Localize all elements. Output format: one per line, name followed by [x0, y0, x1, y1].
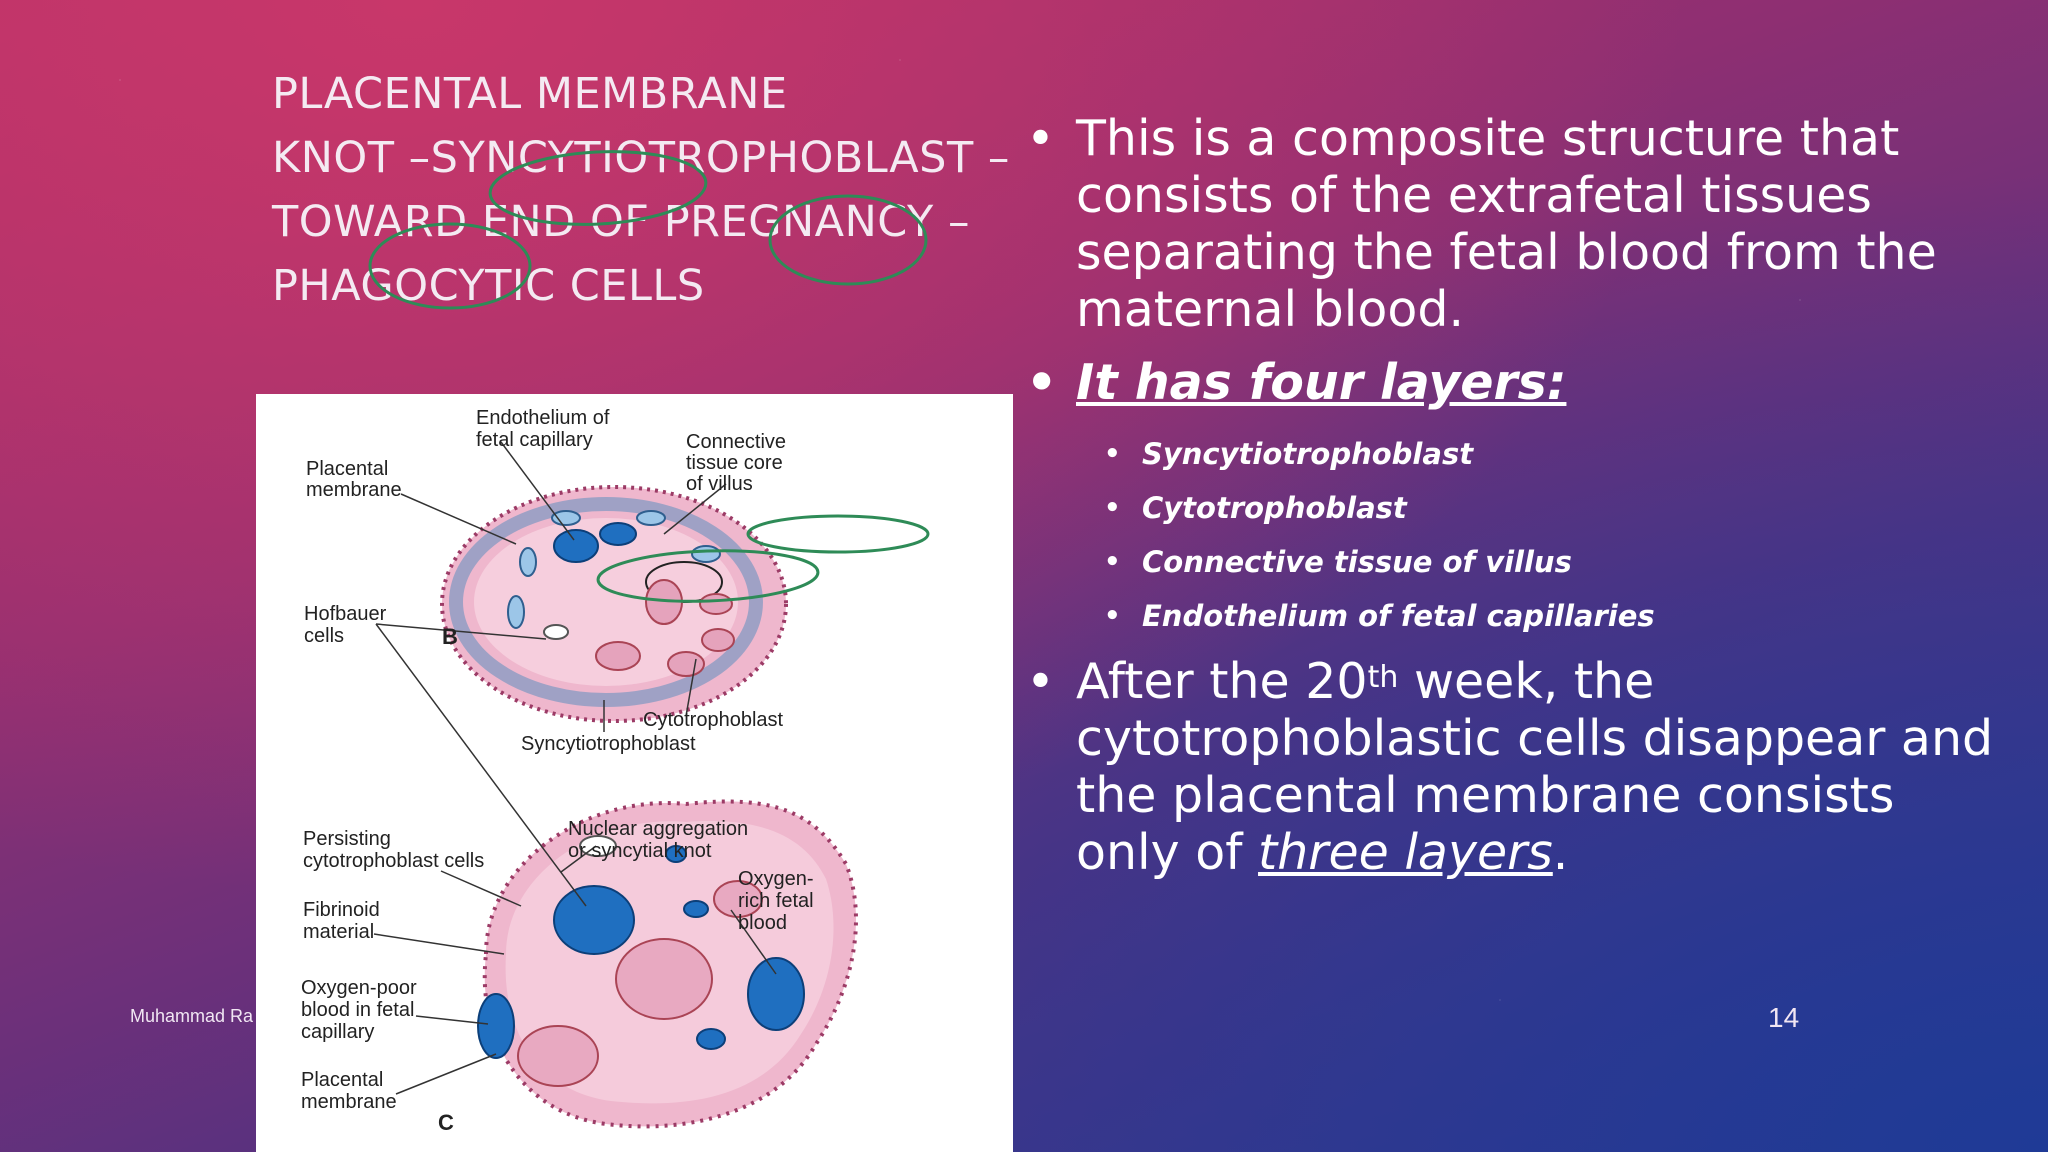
villus-c — [477, 799, 858, 1129]
layer-item-text: Connective tissue of villus — [1142, 545, 1572, 579]
layer-item-text: Syncytiotrophoblast — [1142, 437, 1474, 471]
label-persisting-2: cytotrophoblast cells — [303, 850, 484, 872]
label-connective-1: Connective — [686, 431, 786, 453]
label-syncytiotrophoblast: Syncytiotrophoblast — [521, 733, 696, 755]
label-oxygen-rich-2: rich fetal — [738, 890, 814, 912]
title-line-4: PHAGOCYTIC CELLS — [272, 261, 705, 311]
label-nuclear-1: Nuclear aggregation — [568, 818, 748, 840]
bullet-after-20th-week: • After the 20th week, the cytotrophobla… — [1026, 653, 2006, 881]
title-line-2: KNOT –SYNCYTIOTROPHOBLAST – — [272, 133, 1010, 183]
label-nuclear-2: or syncytial knot — [568, 840, 712, 862]
layer-item: • Cytotrophoblast — [1026, 481, 2006, 535]
layer-item-text: Endothelium of fetal capillaries — [1142, 599, 1655, 633]
bullet-list: • This is a composite structure that con… — [1026, 110, 2006, 881]
layer-item-text: Cytotrophoblast — [1142, 491, 1407, 525]
placenta-diagram: Endothelium of fetal capillary Connectiv… — [256, 394, 1013, 1152]
bullet-dot-icon: • — [1026, 354, 1058, 411]
bullet-dot-icon: • — [1026, 653, 1055, 710]
bullet-composite: • This is a composite structure that con… — [1026, 110, 2006, 338]
bullet-b3-mid: week, the cytotrophoblastic cells disapp… — [1076, 653, 1994, 881]
label-connective-2: tissue core — [686, 452, 783, 474]
label-oxygen-rich-3: blood — [738, 912, 787, 934]
sub-bullet-group: • Syncytiotrophoblast • Cytotrophoblast • C… — [1026, 427, 2006, 643]
villus-b — [440, 485, 788, 723]
panel-c-letter: C — [438, 1110, 454, 1135]
page-number: 14 — [1768, 1002, 1800, 1033]
label-cytotrophoblast: Cytotrophoblast — [643, 709, 784, 731]
label-hofbauer-2: cells — [304, 625, 344, 647]
footer-author: Muhammad Ra — [130, 1006, 254, 1026]
label-placental-b-2: membrane — [306, 479, 402, 501]
label-endothelium-1: Endothelium of — [476, 407, 610, 429]
layer-item: • Connective tissue of villus — [1026, 535, 2006, 589]
bullet-dot-icon: • — [1104, 439, 1121, 469]
bullet-dot-icon: • — [1104, 547, 1121, 577]
bullet-dot-icon: • — [1026, 110, 1055, 167]
title-line-1: PLACENTAL MEMBRANE — [272, 69, 788, 119]
bullet-four-layers-text: It has four layers: — [1076, 354, 1567, 411]
label-placental-c-2: membrane — [301, 1091, 397, 1113]
bullet-b3-sup: th — [1367, 660, 1399, 695]
label-fibrinoid-1: Fibrinoid — [303, 899, 380, 921]
placenta-diagram-svg: Endothelium of fetal capillary Connectiv… — [301, 407, 858, 1135]
bullet-b3-end: . — [1552, 824, 1569, 881]
layer-list: • Syncytiotrophoblast • Cytotrophoblast • C… — [1026, 427, 2006, 643]
bullet-composite-text: This is a composite structure that consi… — [1076, 110, 1937, 338]
label-fibrinoid-2: material — [303, 921, 374, 943]
bullet-dot-icon: • — [1104, 601, 1121, 631]
label-hofbauer-1: Hofbauer — [304, 603, 387, 625]
label-endothelium-2: fetal capillary — [476, 429, 593, 451]
label-oxygen-poor-1: Oxygen-poor — [301, 977, 417, 999]
label-connective-3: of villus — [686, 473, 753, 495]
bullet-b3-em: three layers — [1258, 824, 1553, 881]
slide-title: PLACENTAL MEMBRANE KNOT –SYNCYTIOTROPHOB… — [272, 62, 1012, 318]
leader-lines — [373, 441, 777, 1095]
label-oxygen-rich-1: Oxygen- — [738, 868, 814, 890]
label-persisting-1: Persisting — [303, 828, 391, 850]
label-oxygen-poor-3: capillary — [301, 1021, 374, 1043]
layer-item: • Endothelium of fetal capillaries — [1026, 589, 2006, 643]
title-line-3: TOWARD END OF PREGNANCY – — [272, 197, 970, 247]
bullet-four-layers: • It has four layers: — [1026, 354, 2006, 411]
layer-item: • Syncytiotrophoblast — [1026, 427, 2006, 481]
diagram-labels: Endothelium of fetal capillary Connectiv… — [301, 407, 814, 1135]
label-placental-c-1: Placental — [301, 1069, 383, 1091]
label-placental-b-1: Placental — [306, 458, 388, 480]
panel-b-letter: B — [442, 624, 458, 649]
bullet-b3-pre: After the 20 — [1076, 653, 1368, 710]
label-oxygen-poor-2: blood in fetal — [301, 999, 414, 1021]
bullet-dot-icon: • — [1104, 493, 1121, 523]
